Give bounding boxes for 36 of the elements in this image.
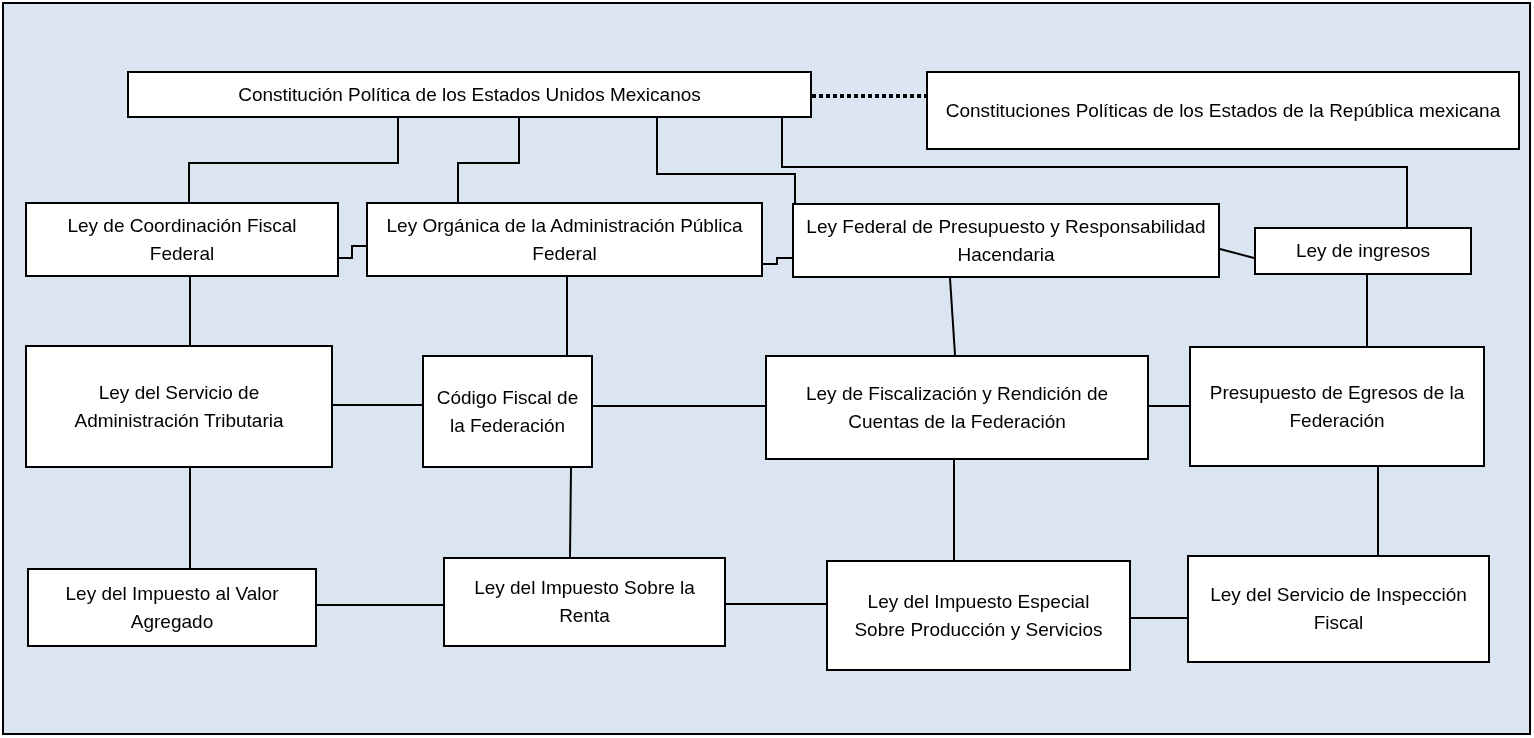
connector-line: [338, 245, 367, 259]
connector-line: [656, 117, 796, 204]
connector-line: [188, 117, 399, 203]
law-box: Ley Orgánica de la Administración Pública Federal: [366, 202, 763, 277]
connector-line: [781, 117, 1408, 228]
connector-line: [189, 467, 191, 569]
connector-line: [1219, 248, 1255, 259]
connector-line: [189, 276, 191, 346]
law-box: Ley de Coordinación Fiscal Federal: [25, 202, 339, 277]
connector-line: [1130, 617, 1188, 619]
connector-line: [316, 604, 444, 606]
law-box: Constitución Política de los Estados Unidos Mexicanos: [127, 71, 812, 118]
connector-line: [1377, 466, 1379, 556]
law-box: Ley del Impuesto Especial Sobre Producción y Servicios: [826, 560, 1131, 671]
connector-line: [949, 277, 956, 356]
law-box: Código Fiscal de la Federación: [422, 355, 593, 468]
connector-line: [953, 459, 955, 561]
dotted-connector: [812, 94, 926, 98]
connector-line: [332, 404, 423, 406]
law-box: Ley de Fiscalización y Rendición de Cuentas de la Federación: [765, 355, 1149, 460]
law-box: Ley del Servicio de Administración Tributaria: [25, 345, 333, 468]
law-box: Ley del Impuesto Sobre la Renta: [443, 557, 726, 647]
connector-line: [457, 117, 520, 203]
connector-line: [762, 257, 793, 265]
connector-line: [592, 405, 766, 407]
connector-line: [566, 276, 568, 356]
connector-line: [1148, 405, 1190, 407]
law-box: Ley Federal de Presupuesto y Responsabilidad Hacendaria: [792, 203, 1220, 278]
law-box: Ley de ingresos: [1254, 227, 1472, 275]
connector-line: [569, 467, 572, 558]
law-box: Ley del Servicio de Inspección Fiscal: [1187, 555, 1490, 663]
law-box: Presupuesto de Egresos de la Federación: [1189, 346, 1485, 467]
connector-line: [725, 603, 827, 605]
law-box: Ley del Impuesto al Valor Agregado: [27, 568, 317, 647]
connector-line: [1366, 274, 1368, 347]
law-box: Constituciones Políticas de los Estados de la República mexicana: [926, 71, 1520, 150]
